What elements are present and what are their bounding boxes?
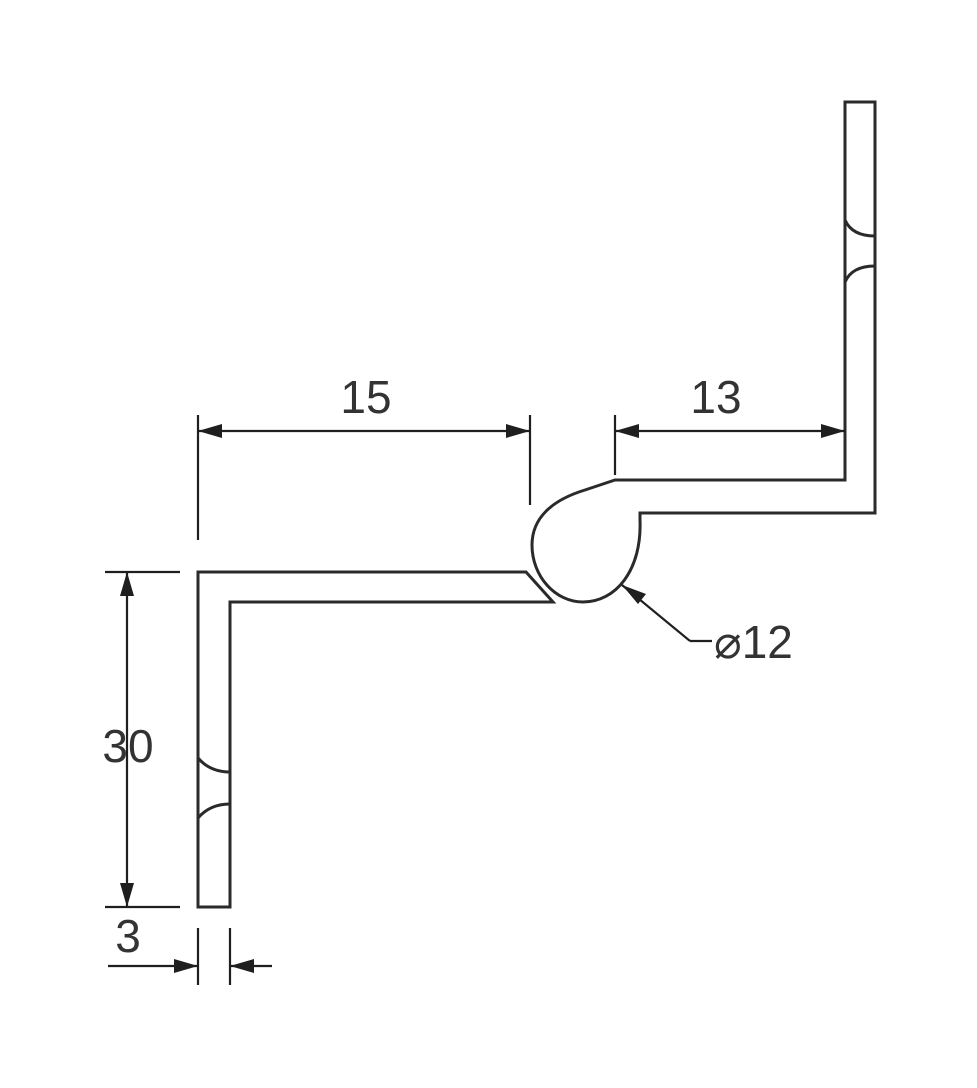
left-leaf-hole-bottom bbox=[196, 802, 231, 820]
arrowhead bbox=[120, 883, 134, 907]
dimension-width-left: 15 bbox=[196, 371, 532, 540]
dimension-width-right: 13 bbox=[613, 371, 845, 475]
arrowhead bbox=[230, 959, 254, 973]
right-leaf-hole-top bbox=[843, 219, 876, 238]
dimension-thickness: 3 bbox=[108, 910, 272, 985]
right-leaf-hole-bottom bbox=[843, 264, 876, 283]
arrowhead bbox=[821, 424, 845, 438]
dimension-label-3: 3 bbox=[115, 910, 141, 962]
right-leaf-outline bbox=[530, 100, 877, 604]
left-leaf-outline bbox=[196, 570, 557, 909]
dimension-diameter: ⌀12 bbox=[621, 584, 793, 668]
dimension-height: 30 bbox=[102, 570, 180, 909]
left-leaf-hole-top bbox=[196, 756, 231, 774]
dimension-label-30: 30 bbox=[102, 720, 153, 772]
arrowhead bbox=[615, 424, 639, 438]
dimension-label-15: 15 bbox=[340, 371, 391, 423]
arrowhead bbox=[198, 424, 222, 438]
arrowhead bbox=[120, 572, 134, 596]
arrowhead bbox=[622, 585, 646, 604]
dimension-label-diameter: ⌀12 bbox=[714, 616, 793, 668]
arrowhead bbox=[506, 424, 530, 438]
dimension-label-13: 13 bbox=[690, 371, 741, 423]
arrowhead bbox=[174, 959, 198, 973]
